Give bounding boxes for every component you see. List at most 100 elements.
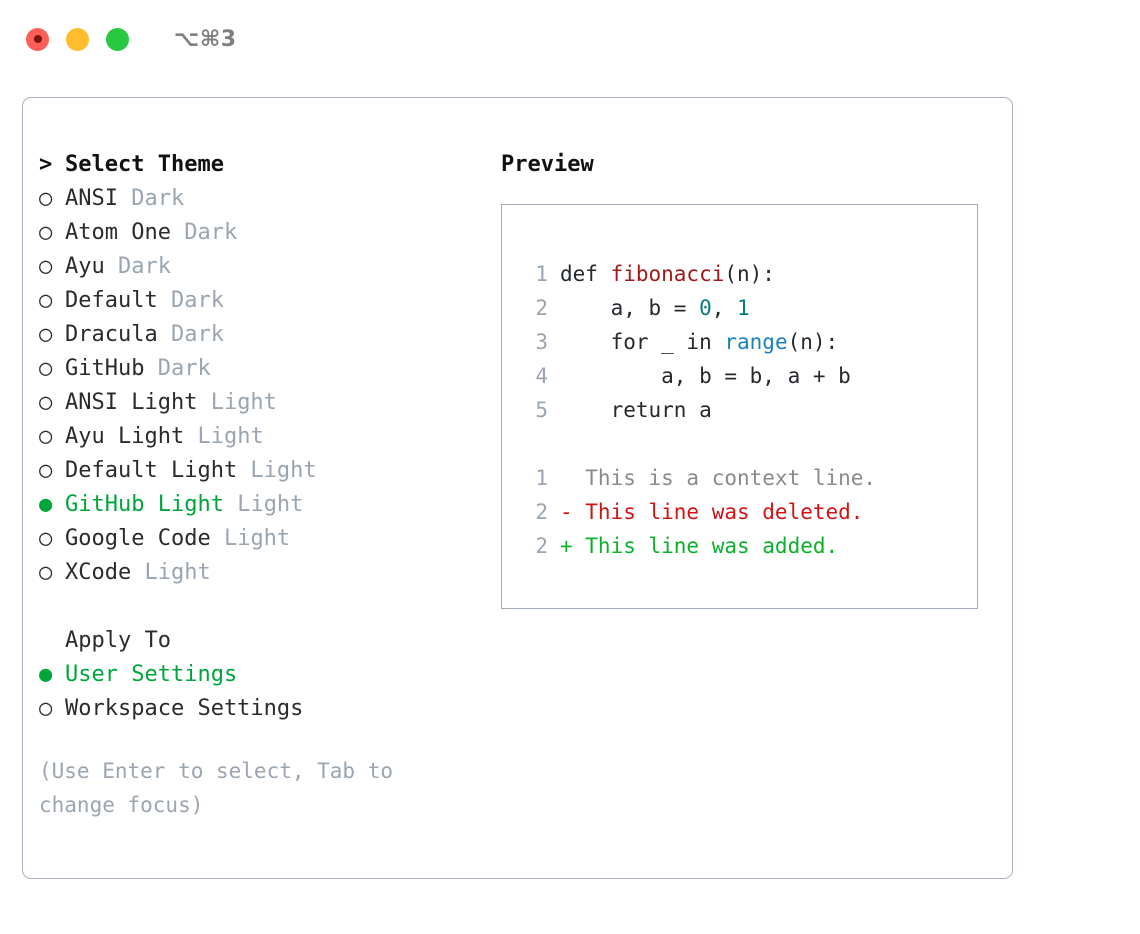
line-number: 5 [535, 398, 548, 422]
line-number: 1 [535, 262, 548, 286]
theme-option-variant: Light [223, 492, 304, 517]
code-token-plain: for _ in [560, 330, 725, 354]
radio-selected-icon[interactable]: ● [39, 662, 53, 687]
apply-to-heading: Apply To [39, 624, 499, 658]
code-token-plain: , [711, 296, 738, 320]
code-token-fn: fibonacci [610, 262, 725, 286]
line-number: 1 [535, 466, 548, 490]
theme-option-row[interactable]: ○ Atom One Dark [39, 216, 499, 250]
theme-option-variant: Light [131, 560, 211, 585]
theme-option-row[interactable]: ○Ayu Dark [39, 250, 499, 284]
theme-selection-pane: > Select Theme ○ANSI Dark○Atom One Dark○… [39, 148, 499, 822]
theme-option-label: GitHub [65, 356, 145, 381]
radio-unselected-icon[interactable]: ○ [39, 186, 53, 211]
radio-unselected-icon[interactable]: ○ [39, 458, 53, 483]
theme-option-row[interactable]: ○ Google Code Light [39, 522, 499, 556]
theme-option-row[interactable]: ● GitHub Light Light [39, 488, 499, 522]
code-text: def fibonacci(n): [560, 257, 775, 291]
radio-selected-icon[interactable]: ● [39, 492, 53, 517]
traffic-light-dots [26, 27, 129, 51]
diff-text-del: - This line was deleted. [560, 500, 864, 524]
theme-option-label: Ayu [65, 254, 105, 279]
code-line: 4 a, b = b, a + b [502, 359, 977, 393]
select-theme-title: Select Theme [65, 152, 224, 177]
radio-unselected-icon[interactable]: ○ [39, 390, 53, 415]
radio-unselected-icon[interactable]: ○ [39, 696, 53, 721]
diff-line: 2 - This line was deleted. [502, 495, 977, 529]
maximize-window-button[interactable] [106, 27, 129, 51]
radio-unselected-icon[interactable]: ○ [39, 220, 53, 245]
theme-option-variant: Dark [144, 356, 211, 381]
apply-to-option-row[interactable]: ● User Settings [39, 658, 499, 692]
theme-option-label: XCode [65, 560, 132, 585]
minimize-window-button[interactable] [66, 27, 89, 51]
code-token-num: 0 [699, 296, 712, 320]
theme-option-row[interactable]: ○ Ayu Light Light [39, 420, 499, 454]
theme-option-row[interactable]: ○ANSI Light Light [39, 386, 499, 420]
theme-list: ○ ANSI Dark ○ Atom One Dark ○ Ayu Dark ○ Defaul… [39, 182, 499, 590]
code-text: a, b = b, a + b [560, 359, 851, 393]
code-token-plain: (n): [787, 330, 839, 354]
theme-option-label: Dracula [65, 322, 158, 347]
theme-option-label: Default [65, 288, 158, 313]
code-token-plain: a, b = [560, 296, 700, 320]
diff-line: 1 This is a context line. [502, 461, 977, 495]
line-number: 2 [535, 296, 548, 320]
line-number: 2 [535, 534, 548, 558]
code-line: 3 for _ in range(n): [502, 325, 977, 359]
theme-option-variant: Dark [157, 288, 224, 313]
diff-text-add: + This line was added. [560, 534, 839, 558]
theme-option-variant: Light [184, 424, 264, 449]
list-spacer [39, 590, 499, 624]
code-token-plain: def [560, 262, 611, 286]
code-line: 2 a, b = 0, 1 [502, 291, 977, 325]
theme-option-label: Atom One [65, 220, 171, 245]
theme-option-row[interactable]: ○ GitHub Dark [39, 352, 499, 386]
title-bar: ⌥⌘3 [0, 0, 1140, 78]
theme-option-variant: Dark [170, 220, 238, 245]
close-window-button[interactable] [26, 27, 49, 51]
keyboard-shortcut-label: ⌥⌘3 [174, 26, 237, 52]
radio-unselected-icon[interactable]: ○ [39, 322, 53, 347]
theme-option-label: Default Light [65, 458, 238, 483]
focus-caret-icon: > [39, 152, 53, 177]
theme-option-label: ANSI [65, 186, 118, 211]
radio-unselected-icon[interactable]: ○ [39, 288, 53, 313]
theme-option-row[interactable]: ○ XCode Light [39, 556, 499, 590]
apply-to-option-label: User Settings [65, 662, 238, 687]
radio-unselected-icon[interactable]: ○ [39, 254, 53, 279]
theme-option-variant: Light [237, 458, 317, 483]
theme-option-label: Google Code [65, 526, 211, 551]
diff-sample: 1 This is a context line. 2 - This line wa… [502, 461, 977, 563]
radio-unselected-icon[interactable]: ○ [39, 356, 53, 381]
radio-unselected-icon[interactable]: ○ [39, 560, 53, 585]
theme-option-label: GitHub Light [65, 492, 224, 517]
theme-option-row[interactable]: ○ Default Dark [39, 284, 499, 318]
code-line: 5 return a [502, 393, 977, 427]
theme-option-row[interactable]: ○ Dracula Dark [39, 318, 499, 352]
code-text: for _ in range(n): [560, 325, 839, 359]
theme-option-label: Ayu Light [65, 424, 185, 449]
theme-option-variant: Dark [157, 322, 224, 347]
diff-line: 2 + This line was added. [502, 529, 977, 563]
theme-option-variant: Dark [117, 186, 185, 211]
line-number: 4 [535, 364, 548, 388]
apply-to-option-row[interactable]: ○ Workspace Settings [39, 692, 499, 726]
theme-option-variant: Light [197, 390, 277, 415]
apply-to-options: ● User Settings ○ Workspace Settings [39, 658, 499, 726]
theme-option-variant: Light [210, 526, 291, 551]
line-number: 2 [535, 500, 548, 524]
theme-option-row[interactable]: ○ Default Light Light [39, 454, 499, 488]
radio-unselected-icon[interactable]: ○ [39, 424, 53, 449]
code-text: return a [560, 393, 712, 427]
apply-to-option-label: Workspace Settings [65, 696, 304, 721]
theme-option-row[interactable]: ○ ANSI Dark [39, 182, 499, 216]
code-diff-spacer [502, 427, 977, 461]
code-text: a, b = 0, 1 [560, 291, 750, 325]
select-theme-header: > Select Theme [39, 148, 499, 182]
radio-unselected-icon[interactable]: ○ [39, 526, 53, 551]
code-token-num: 1 [737, 296, 750, 320]
